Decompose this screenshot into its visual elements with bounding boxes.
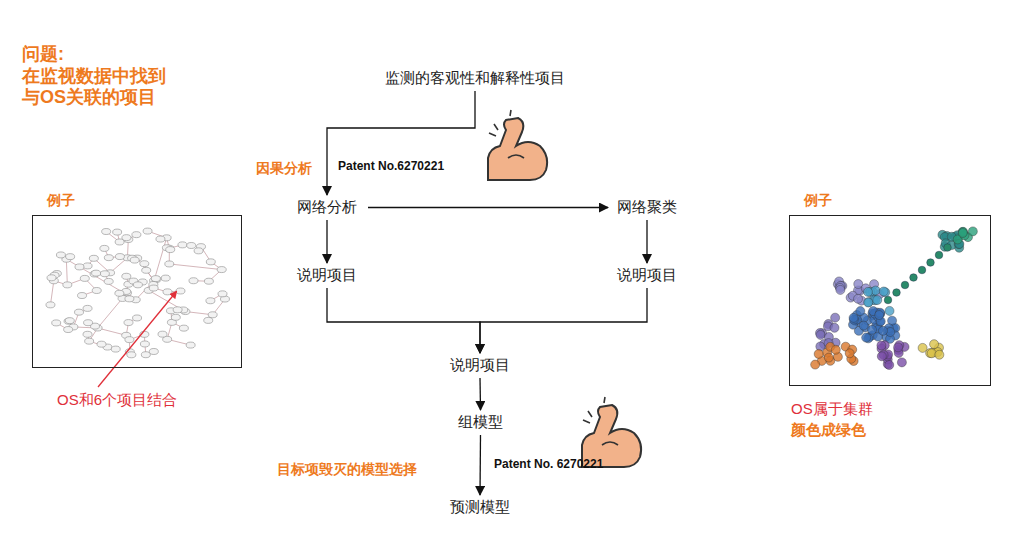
flow-arrow xyxy=(326,220,327,263)
step-label: 说明项目 xyxy=(297,266,357,283)
page-title: 问题: 在监视数据中找到 与OS关联的项目 xyxy=(22,44,200,109)
section-note: 目标项毁灭的模型选择 xyxy=(277,461,417,479)
process-step: 说明项目 xyxy=(612,264,682,287)
step-label: 网络聚类 xyxy=(617,198,677,215)
process-step: 说明项目 xyxy=(292,264,362,287)
flow-arrow xyxy=(646,220,647,263)
muscle-icon xyxy=(488,110,547,180)
patent-number: Patent No. 6270221 xyxy=(494,457,603,471)
step-label: 网络分析 xyxy=(297,198,357,215)
flow-arrow xyxy=(480,288,647,353)
process-step: 说明项目 xyxy=(445,354,515,377)
flow-arrow xyxy=(479,435,481,495)
flow-arrow xyxy=(327,91,475,195)
cluster-scatter xyxy=(811,227,978,370)
flow-arrow xyxy=(327,288,480,353)
callout-text: OS属于集群 xyxy=(791,400,873,419)
process-step: 监测的客观性和解释性项目 xyxy=(380,67,570,90)
step-label: 说明项目 xyxy=(450,356,510,373)
step-label: 说明项目 xyxy=(617,266,677,283)
step-label: 监测的客观性和解释性项目 xyxy=(385,69,565,86)
process-step: 网络聚类 xyxy=(612,196,682,219)
callout-text: OS和6个项目结合 xyxy=(57,391,177,410)
muscle-icon xyxy=(582,397,641,467)
leader-line xyxy=(98,292,176,387)
example-heading: 例子 xyxy=(804,192,832,210)
example-box: 例子 xyxy=(789,215,991,386)
flow-arrow xyxy=(479,378,481,410)
process-step: 组模型 xyxy=(453,411,508,434)
process-step: 网络分析 xyxy=(292,196,362,219)
process-step: 预测模型 xyxy=(445,496,515,519)
step-label: 预测模型 xyxy=(450,498,510,515)
section-note: 因果分析 xyxy=(256,160,312,178)
example-heading: 例子 xyxy=(47,192,75,210)
step-label: 组模型 xyxy=(458,413,503,430)
patent-number: Patent No.6270221 xyxy=(338,159,444,173)
flow-arrow xyxy=(368,207,608,208)
example-box: 例子 xyxy=(32,215,242,368)
callout-text: 颜色成绿色 xyxy=(791,421,866,440)
